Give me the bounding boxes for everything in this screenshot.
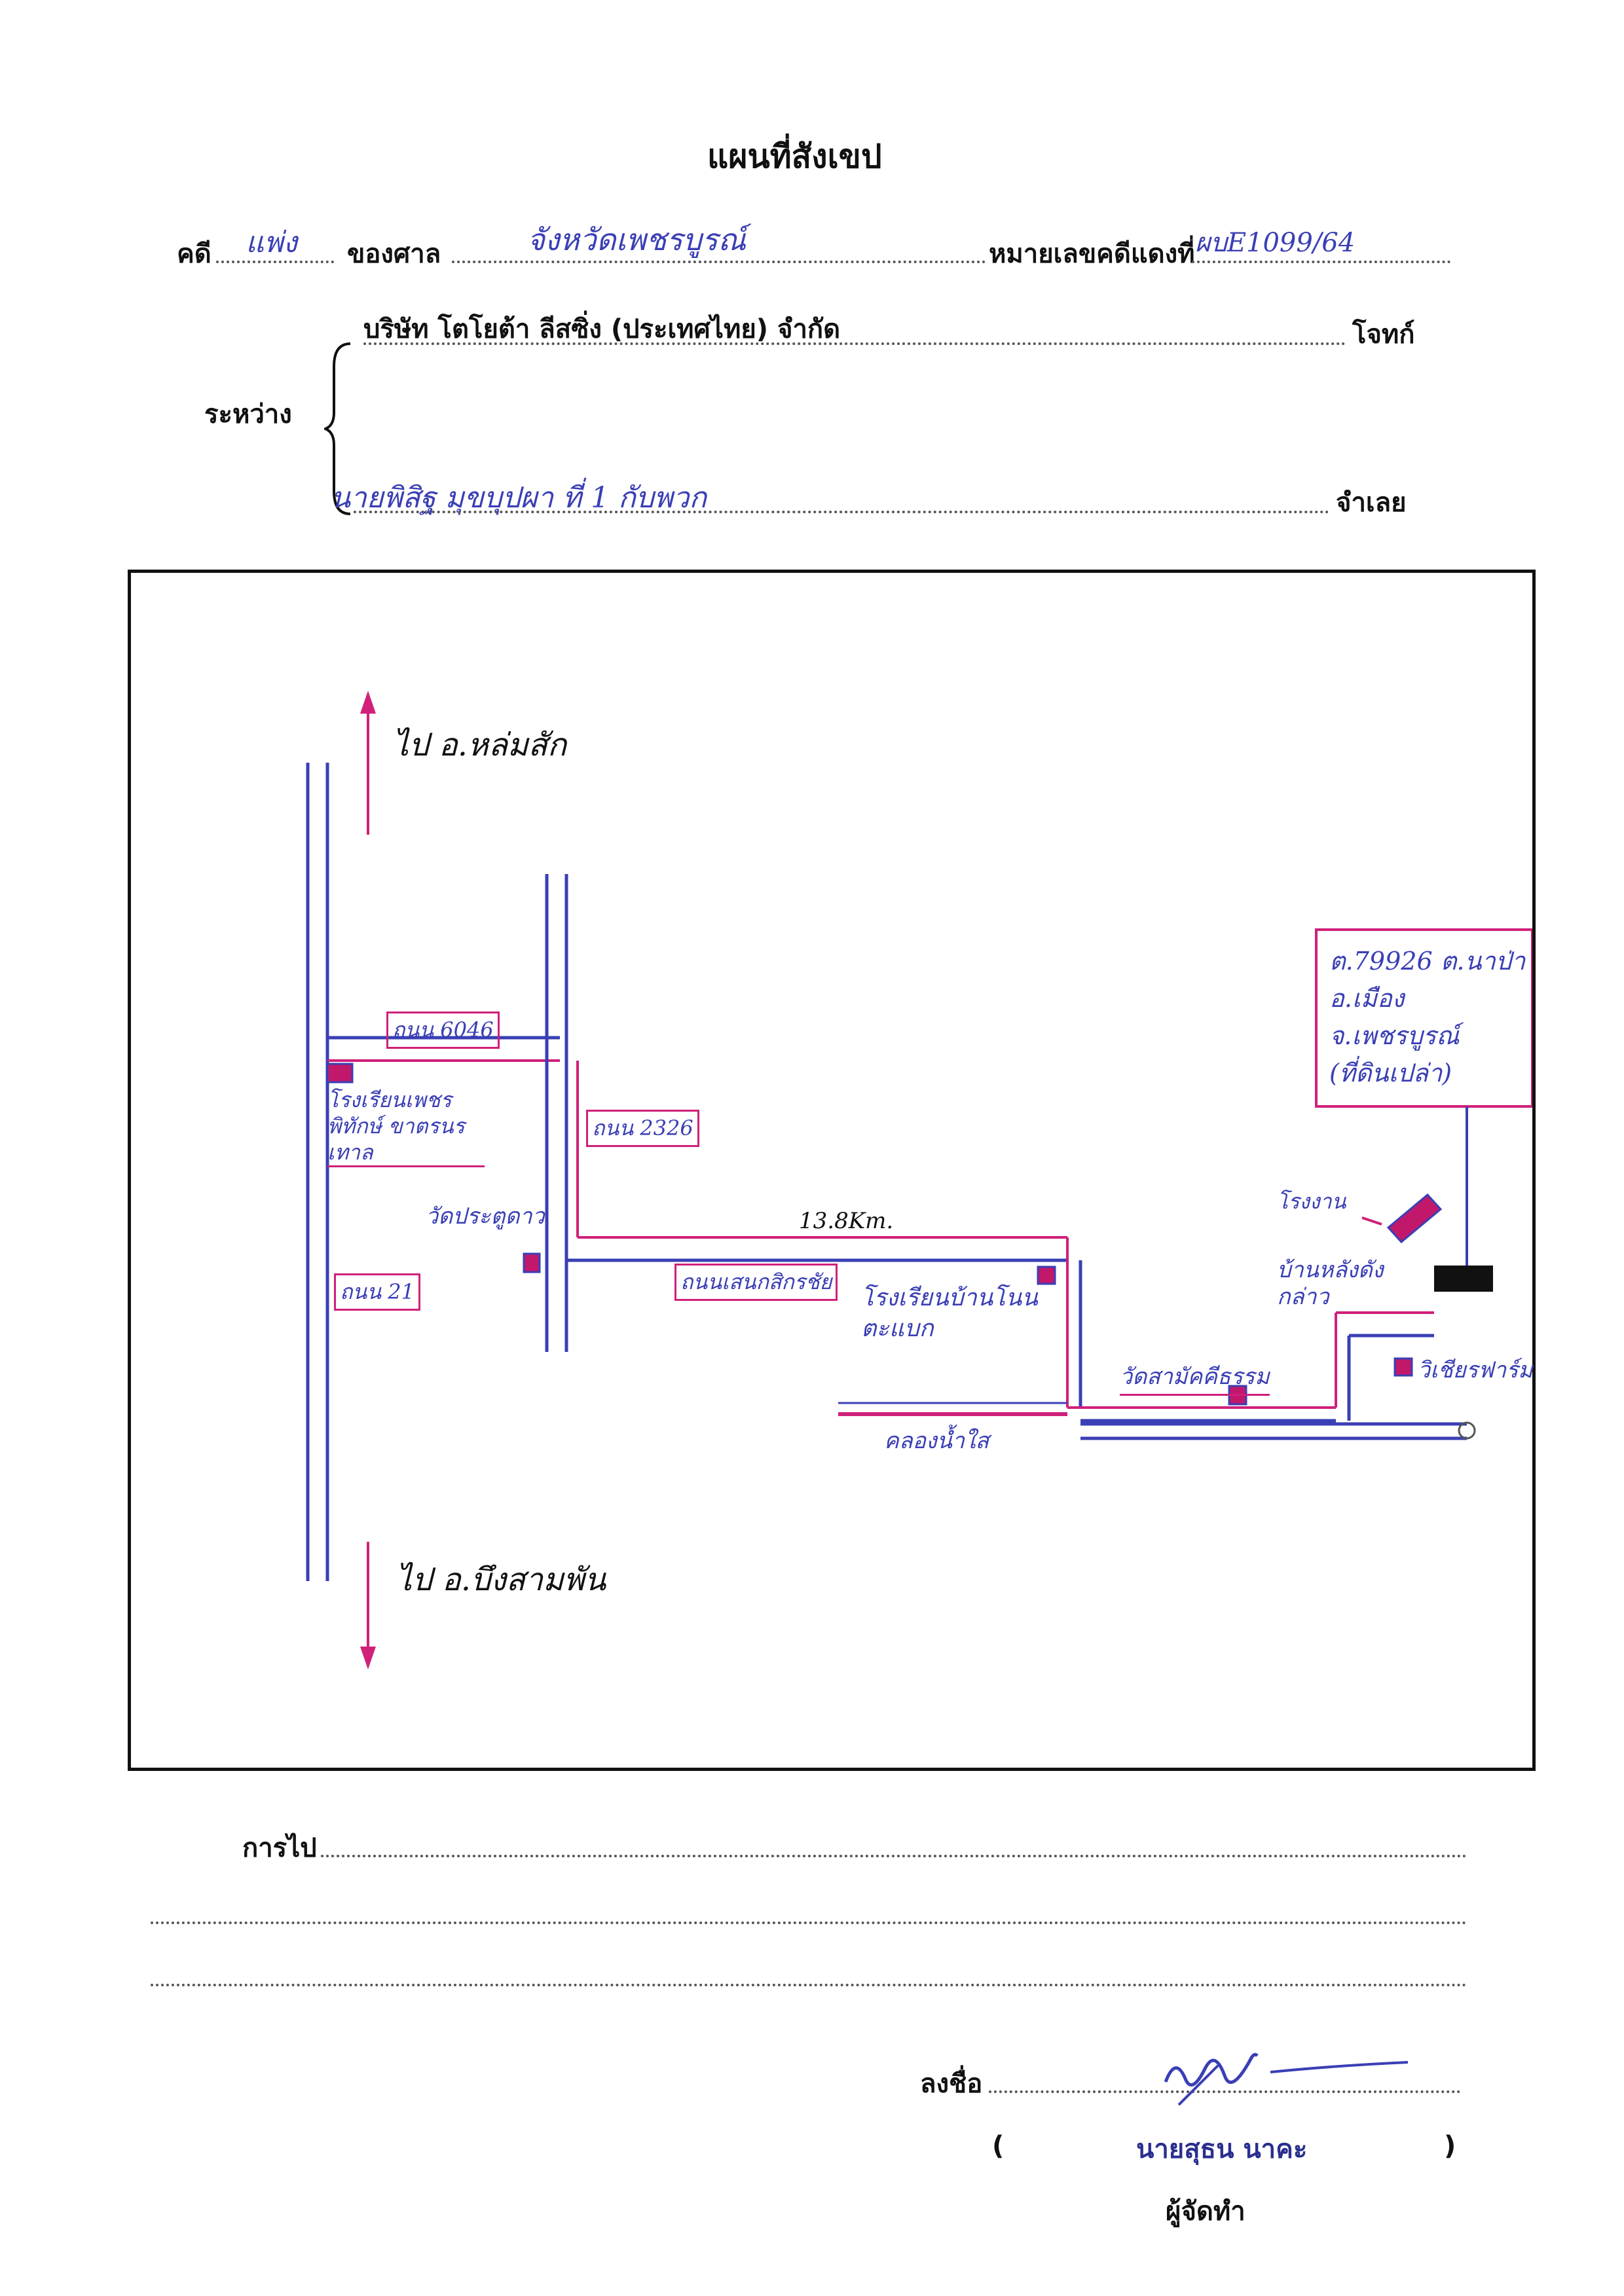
address-box-text: ต.79926 ต.นาป่า อ.เมือง จ.เพชรบูรณ์ (ที่…	[1329, 947, 1526, 1087]
farm-marker	[1393, 1357, 1413, 1377]
plaintiff-name: บริษัท โตโยต้า ลีสซิ่ง (ประเทศไทย) จำกัด	[363, 314, 841, 344]
label-canal: คลองน้ำใส	[884, 1428, 989, 1454]
label-school-2: โรงเรียนบ้านโนนตะแบก	[861, 1285, 1038, 1342]
label-to-south: ไป อ.บึงสามพัน	[396, 1561, 606, 1598]
case-type: แพ่ง	[246, 226, 297, 259]
factory-marker	[1361, 1193, 1443, 1244]
case-label: คดี	[177, 239, 212, 269]
paren-close: )	[1444, 2131, 1456, 2161]
label-temple-1: วัดประตูดาว	[426, 1203, 545, 1230]
label-factory: โรงงาน	[1277, 1189, 1346, 1214]
label-road-21: ถนน 21	[334, 1273, 421, 1311]
house-marker	[1434, 1266, 1493, 1292]
map-drawing	[306, 691, 1532, 1669]
directions-line-3	[151, 1984, 1467, 1986]
party-brace	[324, 342, 351, 515]
label-distance: 13.8Km.	[799, 1208, 894, 1234]
canal-line	[838, 1402, 1067, 1416]
address-box-frame	[1315, 928, 1532, 1280]
red-no-label: หมายเลขคดีแดงที่	[989, 239, 1195, 269]
north-arrow	[360, 691, 376, 835]
handwritten-signature	[1164, 2052, 1409, 2106]
defendant-label: จำเลย	[1336, 488, 1407, 518]
court-label: ของศาล	[347, 239, 441, 269]
road-east-line	[566, 1236, 1476, 1440]
page-title: แผนที่สังเขป	[707, 137, 882, 175]
signer-role: ผู้จัดทำ	[1166, 2196, 1246, 2227]
label-road-sensakon: ถนนเสนกสิกรชัย	[674, 1264, 838, 1301]
label-road-6046: ถนน 6046	[386, 1011, 500, 1049]
label-farm: วิเชียรฟาร์ม	[1418, 1357, 1533, 1383]
between-label: ระหว่าง	[204, 399, 292, 429]
paren-open: (	[992, 2131, 1005, 2161]
road-6046-line	[327, 1036, 560, 1062]
label-house: บ้านหลังดังกล่าว	[1277, 1257, 1384, 1310]
label-school-1: โรงเรียนเพชรพิทักษ์ ขาตรนรเทาล	[327, 1087, 485, 1167]
directions-label: การไป	[242, 1833, 317, 1863]
defendant-name: นายพิสิฐ มุขบุปผา ที่ 1 กับพวก	[331, 481, 707, 515]
court-name: จังหวัดเพชรบูรณ์	[527, 222, 746, 257]
school-1-marker	[326, 1063, 354, 1084]
label-road-2326: ถนน 2326	[586, 1110, 699, 1147]
directions-line-1	[321, 1855, 1467, 1857]
school-2-marker	[1037, 1266, 1056, 1285]
sign-label: ลงชื่อ	[920, 2069, 983, 2099]
red-case-number: ผบE1099/64	[1195, 228, 1356, 258]
plaintiff-label: โจทก์	[1352, 319, 1415, 350]
sketch-map: ไป อ.หล่มสัก ไป อ.บึงสามพัน ถนน 6046 ถนน…	[128, 570, 1536, 1771]
temple-1-marker	[523, 1252, 541, 1273]
label-temple-2: วัดสามัคคีธรรม	[1120, 1358, 1270, 1396]
directions-line-2	[151, 1922, 1467, 1924]
signer-name: นายสุธน นาคะ	[1136, 2134, 1308, 2164]
road-2326-line	[545, 874, 579, 1352]
road-21-line	[306, 763, 329, 1581]
south-arrow	[360, 1542, 376, 1669]
label-to-north: ไป อ.หล่มสัก	[393, 727, 567, 763]
